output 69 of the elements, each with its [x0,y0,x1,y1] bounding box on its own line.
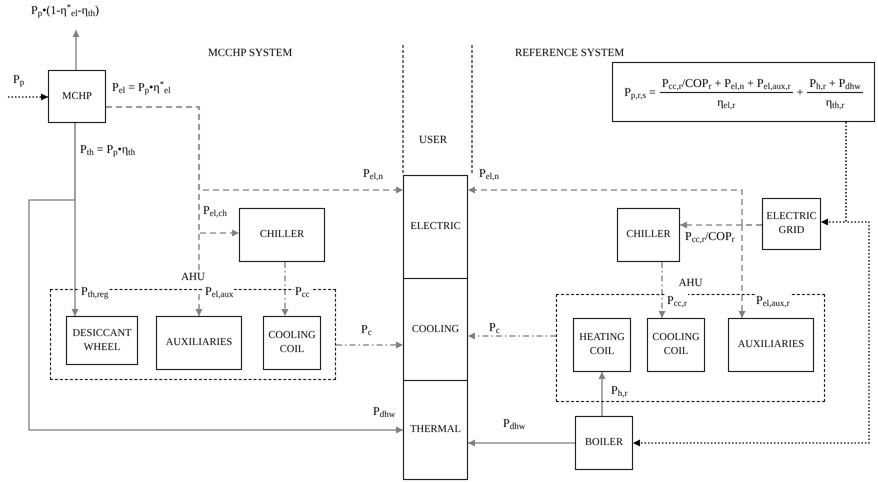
process-box [48,70,106,123]
box-label: ELECTRIC [410,220,461,234]
section-title: REFERENCE SYSTEM [515,46,624,61]
box-label: COOLING COIL [267,329,317,357]
arrow [28,123,403,434]
formula-text: P$_{p,r,s}$ = [624,84,656,101]
box-label: CHILLER [260,228,304,242]
ahu-group [50,270,336,380]
edge-label: P$_{c}$ [360,322,373,337]
arrow [468,332,556,340]
process-box [575,416,633,470]
edge-label: P$_{cc}$ [294,284,311,299]
edge-label: P$_{c}$ [488,320,501,335]
edge-label: P$_{el,aux,r}$ [755,293,791,308]
arrow [336,342,403,348]
box-label: MCHP [62,90,92,104]
process-box [617,208,680,262]
box-label: ELECTRIC GRID [765,210,818,238]
box-label: COOLING [412,322,460,336]
arrow [8,94,48,100]
edge-label: P$_{el,aux}$ [204,284,234,299]
group-heading: AHU [181,270,205,289]
user-cell [403,175,468,279]
arrow [282,262,288,316]
process-box [66,316,138,365]
box-label: BOILER [585,436,623,450]
edge-label: P$_{dhw}$ [502,416,526,431]
edge-label: P$_{p}$•(1-η$^{*}$$_{el}$-η$_{th}$) [30,3,100,18]
process-box [239,208,325,262]
formula-numerator: P$_{h,r}$ + P$_{dhw}$ [807,74,863,92]
box-label: AUXILIARIES [166,336,232,350]
edge-label: P$_{dhw}$ [372,404,396,419]
formula-denominator: η$_{th,r}$ [826,94,844,110]
process-box [156,316,242,370]
user-cell [403,278,468,381]
edge-label: P$_{h,r}$ [610,383,628,398]
column-heading: USER [419,133,448,148]
section-title: MCCHP SYSTEM [208,46,292,61]
arrow [72,30,80,70]
edge-label: P$_{p}$ [12,72,26,87]
process-box [728,318,814,372]
edge-label: P$_{cc,r}$/COP$_{r}$ [684,229,736,244]
box-label: CHILLER [626,228,671,242]
arrow [598,372,606,416]
process-box [647,318,705,372]
edge-label: P$_{el,n}$ [478,166,500,181]
user-cell [403,380,468,480]
edge-label: P$_{cc,r}$ [666,293,688,308]
box-label: COOLING COIL [651,331,701,359]
box-label: DESICCANT WHEEL [72,326,132,354]
box-label: HEATING COIL [578,331,626,359]
process-box [762,198,821,250]
arrow [738,224,762,318]
box-label: AUXILIARIES [738,338,804,352]
box-label: THERMAL [410,423,461,437]
arrow [106,106,202,316]
edge-label: P$_{el,n}$ [362,166,384,181]
process-box [263,316,321,370]
process-box [573,318,631,372]
edge-label: P$_{th,reg}$ [80,284,110,299]
arrow [633,122,870,446]
formula-box [612,62,875,122]
edge-label: P$_{el,ch}$ [202,203,228,218]
arrow [468,440,575,446]
arrow [658,262,666,318]
formula-denominator: η$_{el,r}$ [717,94,736,110]
formula-text: + [796,84,804,101]
formula-numerator: P$_{cc,r}$/COP$_{r}$ + P$_{el,n}$ + P$_{el,aux,r}$ [660,74,793,92]
equation-label: P$_{th}$ = P$_{p}$•η$_{th}$ [80,142,136,157]
